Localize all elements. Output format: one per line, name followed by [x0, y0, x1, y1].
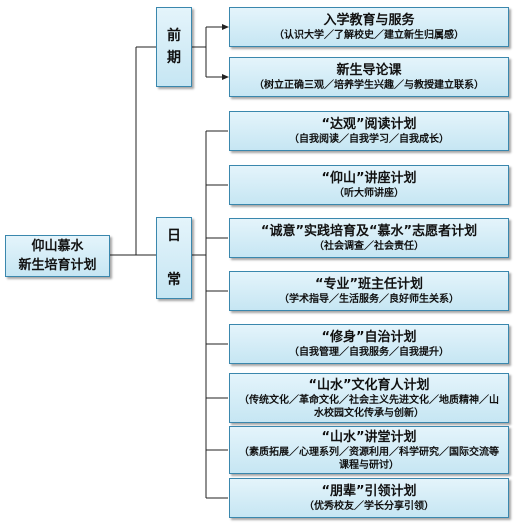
item-title: “山水”文化育人计划: [308, 377, 430, 393]
item-subtitle: （树立正确三观／培养学生兴趣／与教授建立联系）: [254, 80, 484, 91]
phase-daily: 日 常: [156, 217, 192, 299]
item-subtitle: （听大师讲座）: [334, 188, 404, 199]
item-practice-volunteer-plan: “诚意”实践培育及“慕水”志愿者计划 （社会调查／社会责任）: [229, 218, 509, 258]
item-subtitle: （学术指导／生活服务／良好师生关系）: [279, 294, 459, 305]
phase-early: 前 期: [156, 7, 192, 87]
item-reading-plan: “达观”阅读计划 （自我阅读／自我学习／自我成长）: [229, 111, 509, 151]
item-self-governance-plan: “修身”自治计划 （自我管理／自我服务／自我提升）: [229, 324, 509, 364]
item-title: “专业”班主任计划: [314, 277, 424, 292]
item-subtitle: （素质拓展／心理系列／资源利用／科学研究／国际交流等课程与研讨）: [239, 446, 499, 471]
phase-early-label: 前 期: [167, 28, 181, 66]
item-subtitle: （优秀校友／学长分享引领）: [304, 501, 434, 512]
item-title: “诚意”实践培育及“慕水”志愿者计划: [260, 224, 478, 239]
item-forum-plan: “山水”讲堂计划 （素质拓展／心理系列／资源利用／科学研究／国际交流等课程与研讨…: [229, 426, 509, 474]
item-title: “仰山”讲座计划: [321, 171, 417, 186]
item-peer-plan: “朋辈”引领计划 （优秀校友／学长分享引领）: [229, 478, 509, 518]
item-subtitle: （传统文化／革命文化／社会主义先进文化／地质精神／山水校园文化传承与创新）: [239, 394, 499, 419]
item-subtitle: （自我管理／自我服务／自我提升）: [289, 347, 449, 358]
root-line1: 仰山慕水: [31, 239, 84, 254]
item-class-advisor-plan: “专业”班主任计划 （学术指导／生活服务／良好师生关系）: [229, 271, 509, 311]
root-node: 仰山慕水 新生培育计划: [5, 235, 110, 277]
item-lecture-plan: “仰山”讲座计划 （听大师讲座）: [229, 165, 509, 205]
item-culture-plan: “山水”文化育人计划 （传统文化／革命文化／社会主义先进文化／地质精神／山水校园…: [229, 373, 509, 423]
item-title: “山水”讲堂计划: [321, 429, 417, 445]
item-subtitle: （自我阅读／自我学习／自我成长）: [289, 134, 449, 145]
item-intro-course: 新生导论课 （树立正确三观／培养学生兴趣／与教授建立联系）: [229, 57, 509, 97]
item-title: 入学教育与服务: [323, 13, 415, 28]
item-title: “达观”阅读计划: [321, 117, 417, 132]
item-title: 新生导论课: [336, 63, 402, 78]
phase-daily-label: 日 常: [167, 228, 181, 288]
root-line2: 新生培育计划: [18, 258, 97, 273]
item-title: “修身”自治计划: [321, 330, 417, 345]
item-subtitle: （认识大学／了解校史／建立新生归属感）: [274, 30, 464, 41]
item-subtitle: （社会调查／社会责任）: [314, 241, 424, 252]
item-title: “朋辈”引领计划: [321, 484, 417, 499]
item-orientation: 入学教育与服务 （认识大学／了解校史／建立新生归属感）: [229, 7, 509, 47]
